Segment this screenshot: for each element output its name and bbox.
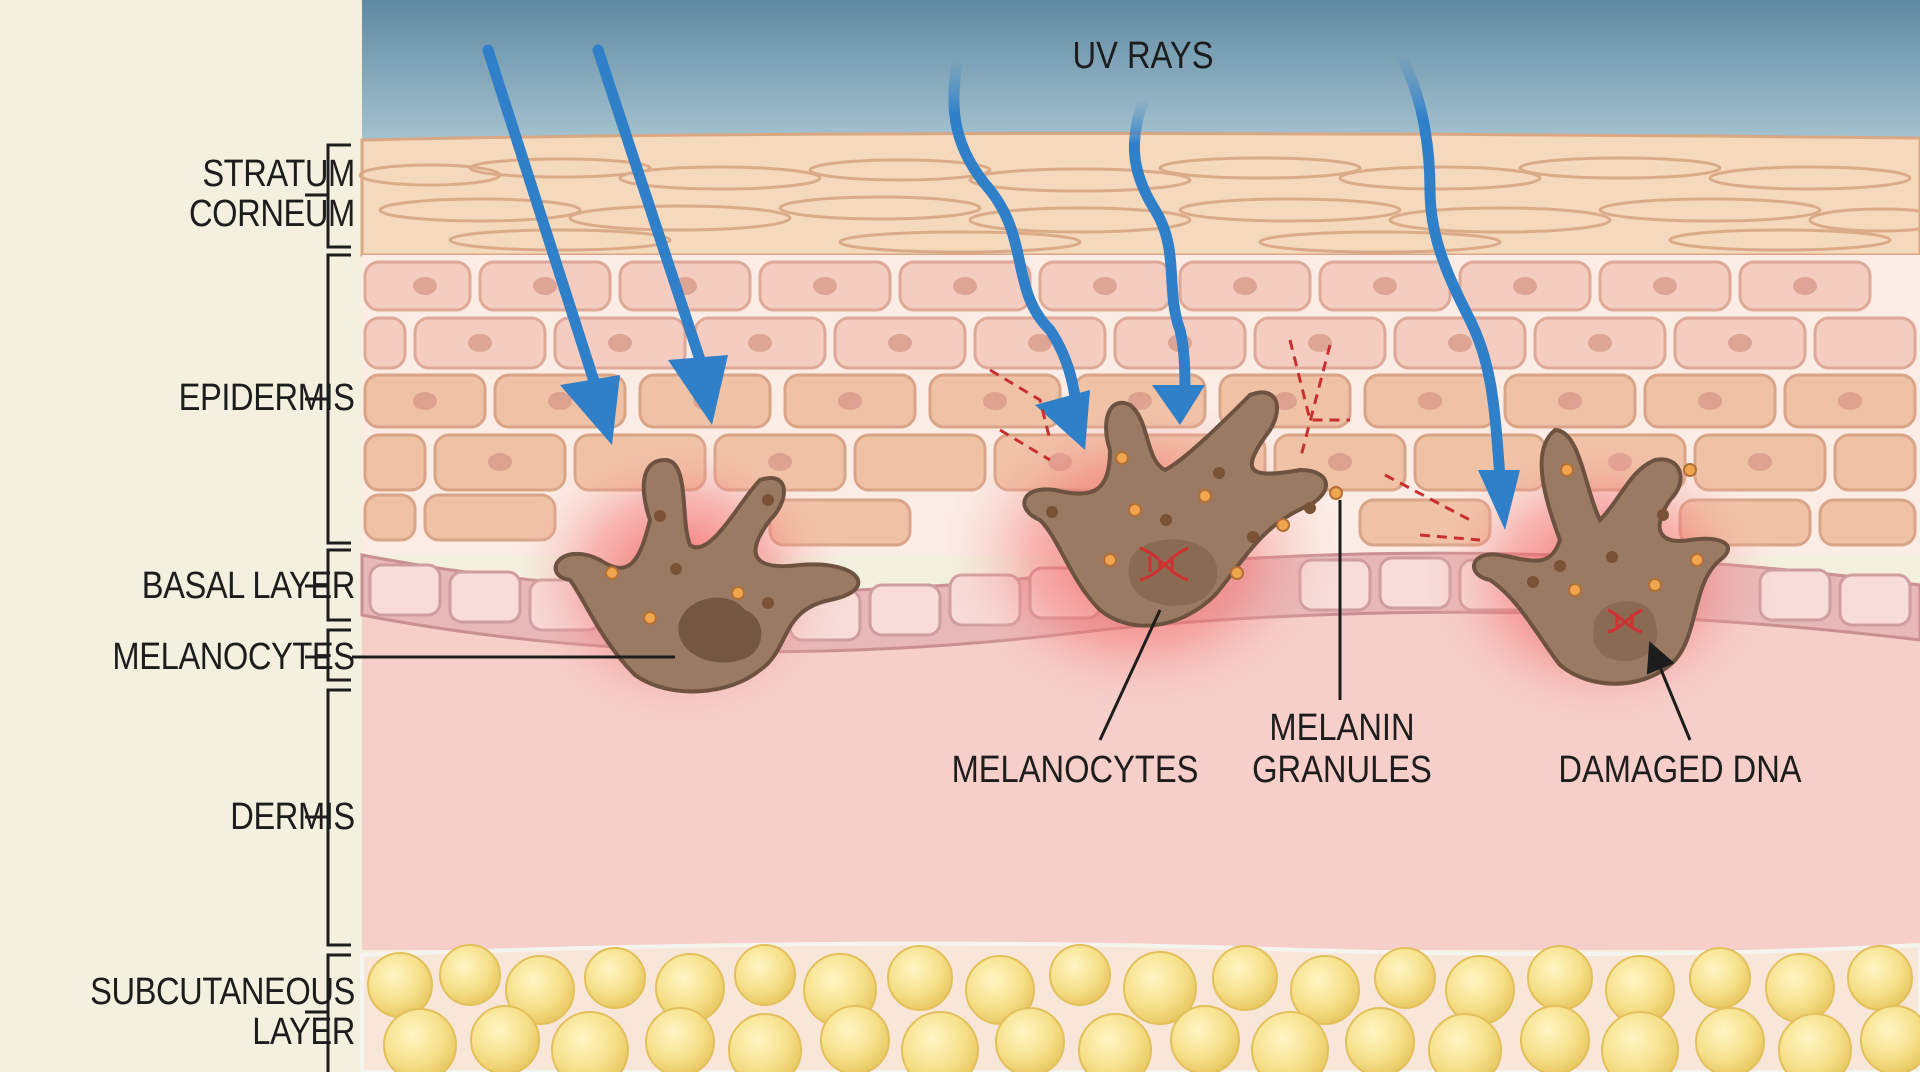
- callout-label-melanocytes: MELANOCYTES: [952, 748, 1199, 791]
- uv-ray-wavy-1: [948, 54, 1084, 426]
- dna-helix-icon: [1139, 546, 1189, 582]
- uv-ray-wavy-3: [1394, 49, 1506, 486]
- uv-ray-wavy-2: [1128, 94, 1191, 401]
- uv-ray-arrowheads: [560, 355, 1520, 530]
- layer-label-dermis: DERMIS: [230, 796, 355, 838]
- layer-brackets: [305, 143, 351, 1072]
- layer-label-melanocytes: MELANOCYTES: [112, 636, 356, 678]
- layer-label-panel: [0, 0, 362, 1072]
- uv-rays-label: UV RAYS: [1073, 34, 1214, 77]
- callout-label-melanin: MELANIN: [1269, 706, 1414, 749]
- callout-label-damaged-dna: DAMAGED DNA: [1558, 748, 1802, 791]
- layer-label-subcutaneous-layer: SUBCUTANEOUS LAYER: [90, 971, 355, 1053]
- uv-ray-straight-2: [592, 44, 711, 381]
- melanocyte-3: [1472, 427, 1730, 686]
- melanocyte-2: [1022, 390, 1343, 628]
- uv-rays: [482, 44, 1506, 486]
- layer-label-stratum-corneum: STRATUM CORNEUM: [189, 153, 355, 235]
- corneum-scales: [358, 156, 1920, 254]
- fat-cells: [367, 944, 1920, 1072]
- damage-lines: [989, 339, 1481, 542]
- dna-helix-icon-2: [1607, 608, 1643, 634]
- callout-line-melanocytes: [1098, 609, 1162, 741]
- callout-label-granules: GRANULES: [1252, 748, 1432, 791]
- callout-line-damaged-dna: [1646, 641, 1692, 741]
- layer-label-epidermis: EPIDERMIS: [179, 377, 355, 419]
- layer-label-basal-layer: BASAL LAYER: [141, 565, 356, 607]
- uv-ray-straight-1: [482, 44, 606, 406]
- melanocyte-1: [553, 457, 861, 694]
- callout-lines: [352, 500, 1692, 741]
